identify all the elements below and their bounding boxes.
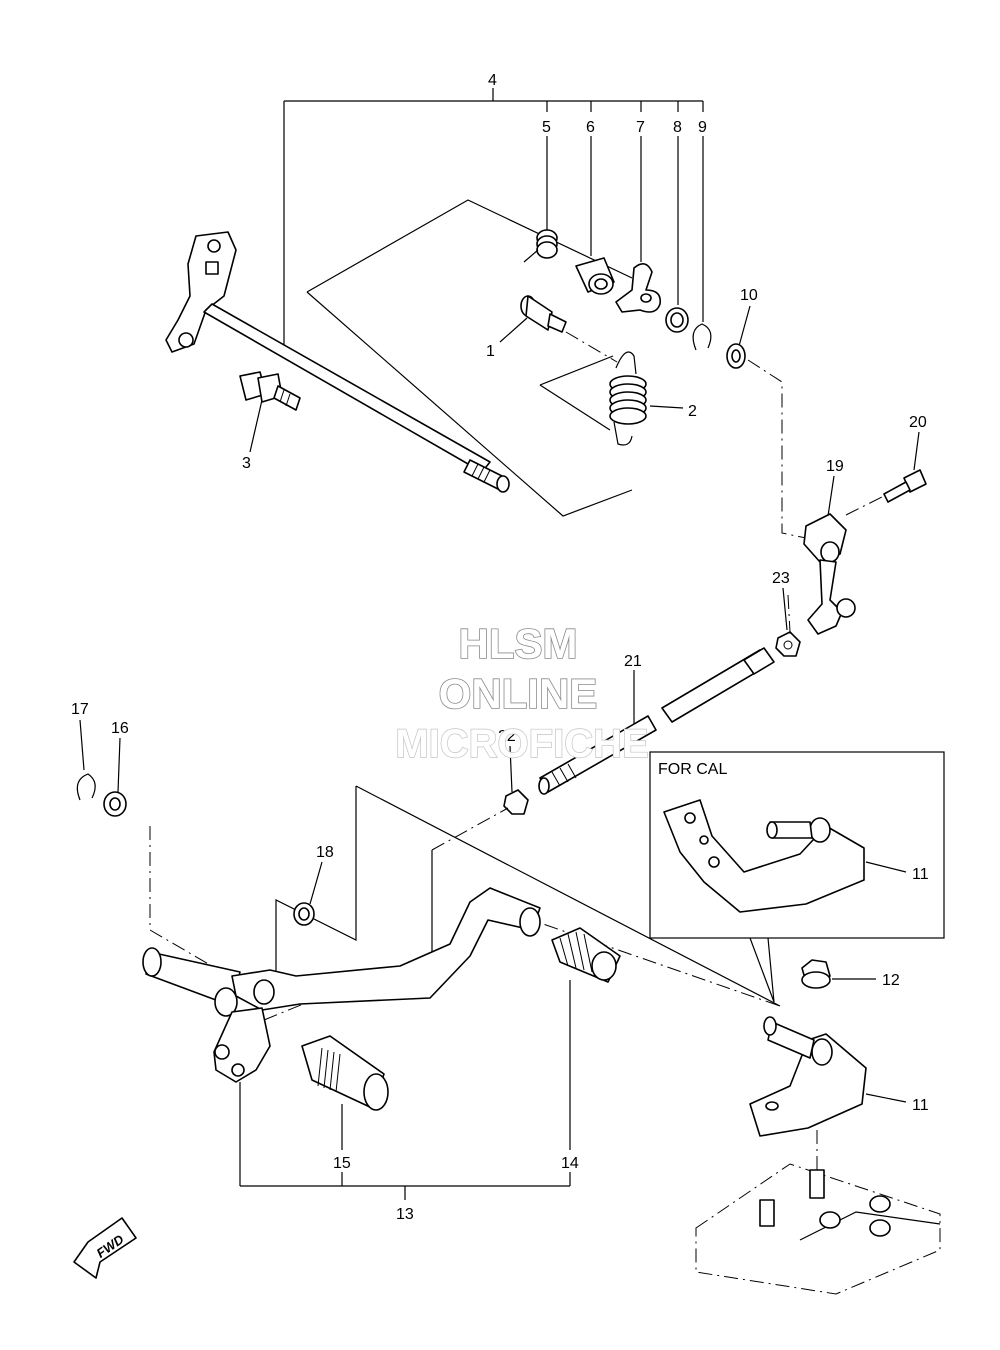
spring-2: [609, 351, 647, 446]
callout-12: 12: [882, 972, 900, 989]
callout-23: 23: [772, 570, 790, 587]
callout-5: 5: [542, 119, 551, 136]
arm-19: [803, 475, 856, 635]
callout-10: 10: [740, 287, 758, 304]
callout-16: 16: [111, 720, 129, 737]
callout-7: 7: [636, 119, 645, 136]
callout-3: 3: [242, 455, 251, 472]
callout-2: 2: [688, 403, 697, 420]
callout-13: 13: [396, 1206, 414, 1223]
rubber-15: [301, 1035, 389, 1150]
callout-9: 9: [698, 119, 707, 136]
callout-4: 4: [488, 72, 497, 89]
washer-10: [726, 343, 746, 369]
bracket-11: [749, 1016, 907, 1137]
bolt-12: [801, 959, 876, 989]
callout-15: 15: [333, 1155, 351, 1172]
inset-for-cal: [649, 751, 945, 1003]
nut-23: [775, 587, 801, 657]
callout-21: 21: [624, 653, 642, 670]
callout-11-inset: 11: [912, 866, 929, 883]
shift-shaft-assembly: [165, 231, 510, 493]
collar-6: [575, 257, 615, 295]
bolt-20: [883, 431, 927, 503]
circlip-9: [692, 323, 712, 351]
callout-18: 18: [316, 844, 334, 861]
group-bracket-4: [283, 88, 704, 345]
assembly-lines-top: [306, 199, 883, 633]
watermark-line3: MICROFICHE: [395, 722, 648, 766]
callout-6: 6: [586, 119, 595, 136]
callout-19: 19: [826, 458, 844, 475]
callout-22: 22: [498, 728, 516, 745]
callout-8: 8: [673, 119, 682, 136]
bolt-3: [239, 371, 301, 411]
shift-pedal-13: [142, 887, 541, 1083]
lever-7: [615, 263, 662, 313]
circlip-17: [76, 719, 96, 801]
inset-label: FOR CAL: [658, 761, 727, 778]
nut-22: [503, 745, 529, 815]
washer-16: [103, 737, 127, 817]
washer-8: [665, 307, 689, 333]
washer-18: [293, 861, 323, 926]
callout-1: 1: [486, 343, 495, 360]
rod-21: [538, 647, 775, 795]
rubber-14: [551, 927, 621, 1150]
callout-20: 20: [909, 414, 927, 431]
watermark-line1: HLSM: [459, 620, 578, 667]
watermark-line2: ONLINE: [439, 670, 598, 717]
spring-5: [523, 229, 558, 263]
fwd-arrow-icon: FWD: [73, 1217, 137, 1279]
callout-17: 17: [71, 701, 89, 718]
group-bracket-13: [239, 1082, 571, 1200]
callout-14: 14: [561, 1155, 579, 1172]
callout-11: 11: [912, 1097, 929, 1114]
pin-1: [520, 295, 567, 333]
engine-base: [695, 1130, 941, 1295]
leader-lines-top: [249, 136, 751, 453]
